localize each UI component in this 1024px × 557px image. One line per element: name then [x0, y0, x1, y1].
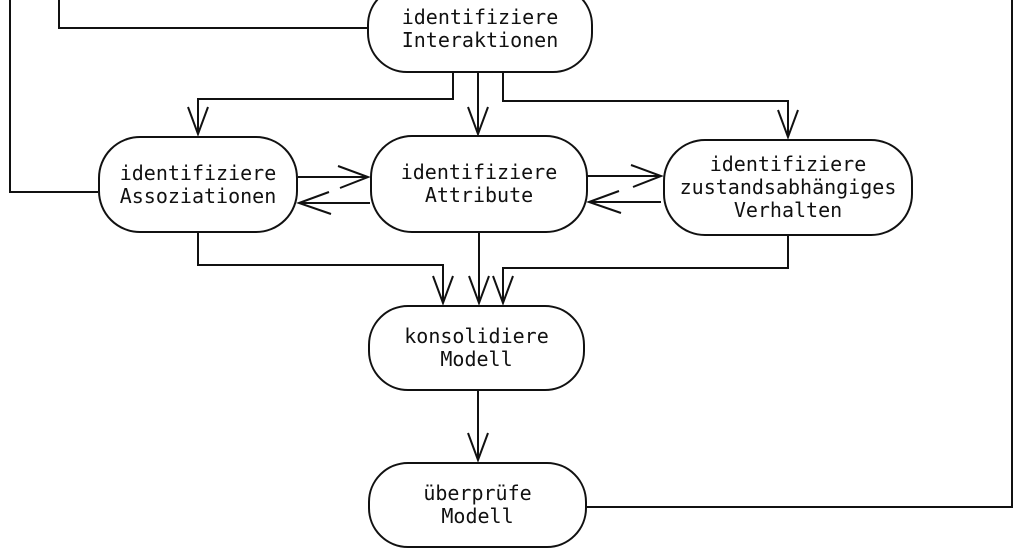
- edge-interaktionen-to-verhalten: [502, 73, 789, 137]
- node-label-line: überprüfe: [423, 481, 532, 505]
- arrowhead-left-attribute: [586, 190, 622, 214]
- node-label-line: identifiziere: [400, 160, 558, 184]
- node-label-line: identifiziere: [709, 152, 867, 176]
- node-identifiziere-attribute: identifiziere Attribute: [370, 135, 588, 233]
- edge-ueberpruefe-feedback-loop: [587, 0, 1013, 508]
- node-identifiziere-interaktionen: identifiziere Interaktionen: [367, 0, 593, 73]
- arrowhead-left-assoziationen: [296, 191, 332, 215]
- arrowhead-down-ueberpruefe: [467, 432, 489, 463]
- node-label-line: Assoziationen: [119, 183, 277, 208]
- edge-top-to-interaktionen: [58, 0, 367, 29]
- node-label-line: Verhalten: [733, 198, 843, 222]
- node-label-line: Attribute: [424, 183, 534, 207]
- edge-verhalten-to-konsolidiere: [502, 236, 789, 303]
- node-label-line: identifiziere: [119, 160, 277, 185]
- edge-interaktionen-to-assoziationen: [197, 73, 454, 134]
- arrowhead-down-attribute: [467, 106, 489, 137]
- arrowhead-down-assoziationen: [187, 106, 209, 137]
- node-identifiziere-assoziationen: identifiziere Assoziationen: [98, 136, 298, 233]
- node-label-line: zustandsabhängiges: [679, 175, 897, 199]
- node-label-line: konsolidiere: [404, 324, 549, 348]
- node-label-line: Interaktionen: [401, 28, 559, 52]
- node-konsolidiere-modell: konsolidiere Modell: [368, 305, 585, 391]
- arrowhead-down-konsolidiere-right: [492, 275, 514, 306]
- arrowhead-down-konsolidiere-mid: [468, 275, 490, 306]
- node-label-line: identifiziere: [401, 5, 559, 29]
- edge-topleft-to-assoziationen: [9, 0, 98, 193]
- arrowhead-down-konsolidiere-left: [432, 275, 454, 306]
- node-label-line: Modell: [441, 504, 514, 528]
- arrowhead-right-attribute: [337, 165, 371, 189]
- node-label-line: Modell: [440, 347, 513, 371]
- edge-assoziationen-to-konsolidiere: [197, 233, 444, 303]
- node-ueberpruefe-modell: überprüfe Modell: [368, 462, 587, 548]
- arrowhead-right-verhalten: [630, 164, 664, 188]
- arrowhead-down-verhalten: [777, 109, 799, 140]
- node-identifiziere-zustandsabhaengiges-verhalten: identifiziere zustandsabhängiges Verhalt…: [663, 139, 913, 236]
